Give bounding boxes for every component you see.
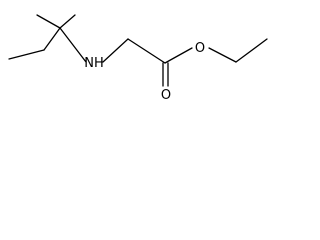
ester-oxygen-label: O [195, 41, 205, 56]
carbonyl-oxygen-label: O [161, 88, 171, 103]
amine-nitrogen-label: NH [84, 56, 104, 71]
bond-nitrogen-methylene [102, 38, 129, 63]
bond-methylene-carbonyl [127, 38, 166, 64]
bond-methyl-2 [59, 14, 76, 29]
bond-ethyl-methyl [235, 38, 268, 63]
bond-quaternary-ethyl [43, 27, 61, 51]
bond-ethyl-terminal [8, 49, 45, 60]
bond-carbonyl-ester-oxygen [164, 47, 193, 64]
bond-ester-oxygen-ethyl [208, 47, 237, 63]
bond-quaternary-nitrogen [59, 27, 87, 63]
skeletal-formula: NH O O [8, 14, 268, 103]
bond-methyl-1 [36, 14, 61, 29]
